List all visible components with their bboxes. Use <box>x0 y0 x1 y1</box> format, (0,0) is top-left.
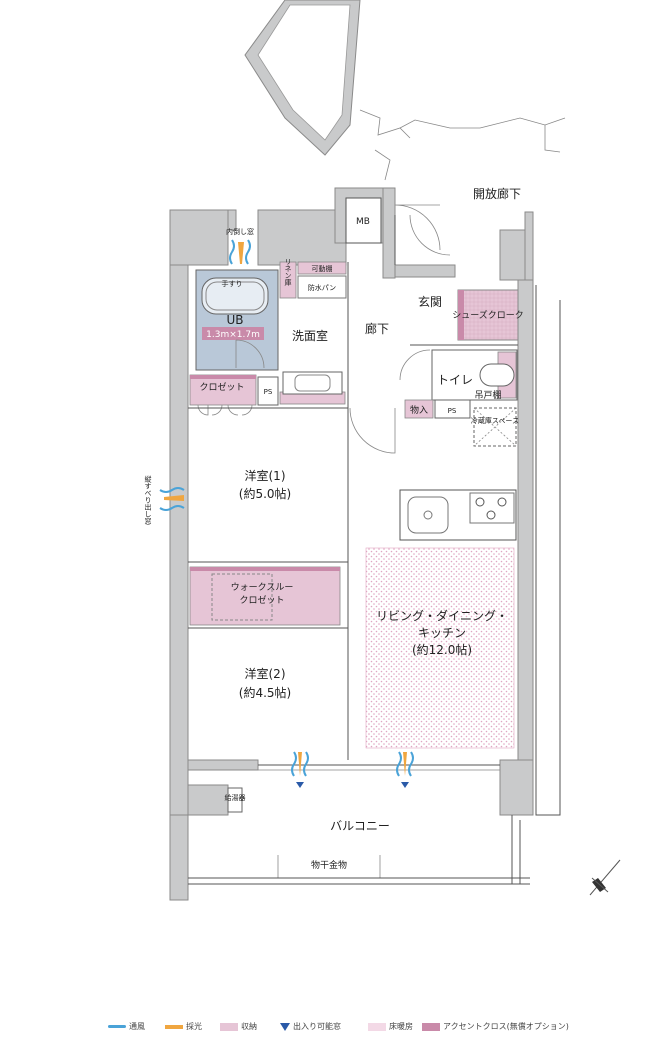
open-corridor-label: 開放廊下 <box>473 186 521 201</box>
outer-walls <box>169 187 561 901</box>
fridge-space: 冷蔵庫スペース <box>471 407 519 447</box>
room2-size: (約4.5帖) <box>239 685 291 700</box>
toilet-room: トイレ 吊戸棚 <box>399 349 518 401</box>
window-icon-left <box>291 751 309 788</box>
laundry-label: 物干金物 <box>311 859 347 871</box>
legend-heating: 床暖房 <box>368 1021 413 1032</box>
waterproof-pan-label: 防水パン <box>308 283 336 292</box>
handrail-label: 手すり <box>222 279 243 288</box>
linen-label: リネン庫 <box>284 258 292 287</box>
light-icon <box>165 1024 183 1029</box>
legend-light: 採光 <box>165 1021 202 1032</box>
ps-label-right: PS <box>448 407 457 415</box>
walkthrough-label-2: クロゼット <box>239 594 284 606</box>
water-heater <box>227 787 243 813</box>
legend: 通風 採光 収納 出入り可能窓 床暖房 アクセントクロス(無償オプション) <box>0 1018 667 1038</box>
legend-wind: 通風 <box>108 1021 145 1032</box>
legend-wind-label: 通風 <box>129 1022 145 1031</box>
storage-box: 物入 <box>404 399 434 419</box>
water-heater-label: 給湯器 <box>225 793 246 802</box>
wind-icon <box>108 1025 126 1028</box>
linen-cabinet: リネン庫 <box>279 258 297 299</box>
legend-heating-label: 床暖房 <box>389 1022 413 1031</box>
storage-label: 物入 <box>410 404 428 416</box>
ldk-floor-heating: リビング・ダイニング・ キッチン (約12.0帖) <box>365 547 515 749</box>
ub-size-label: 1.3m×1.7m <box>206 330 260 340</box>
shoe-cloak: シューズクローク <box>452 289 524 341</box>
side-window-label: 縦すべり出し窓 <box>144 475 152 525</box>
vent-window-label: 内倒し窓 <box>226 227 254 236</box>
legend-door-label: 出入り可能窓 <box>293 1022 341 1031</box>
floor-heating-swatch <box>368 1022 386 1031</box>
toilet-label: トイレ <box>437 373 473 387</box>
legend-storage-label: 収納 <box>241 1022 257 1031</box>
closet-label: クロゼット <box>199 381 244 393</box>
legend-door: 出入り可能窓 <box>280 1021 341 1032</box>
walkthrough-label: ウォークスルー <box>231 582 294 593</box>
closet: クロゼット <box>189 374 257 416</box>
hanging-shelf-label: 吊戸棚 <box>474 389 501 401</box>
light-icon <box>238 242 244 264</box>
room1-name: 洋室(1) <box>245 468 286 483</box>
side-window-icon <box>159 487 185 511</box>
ps-box-right <box>434 399 471 419</box>
storage-swatch <box>220 1022 238 1031</box>
ldk-label-1: リビング・ダイニング・ <box>376 608 508 623</box>
ub-label: UB <box>226 313 243 327</box>
room2-name: 洋室(2) <box>245 666 286 681</box>
mb-box: MB <box>345 197 382 244</box>
legend-accent: アクセントクロス(無償オプション) <box>422 1021 569 1032</box>
washer-pan: 可動棚 防水パン <box>297 261 347 299</box>
ps-box-left <box>257 376 279 406</box>
entrance-label: 玄関 <box>418 294 442 309</box>
window-icon-right <box>396 751 414 788</box>
neighbor-building <box>244 0 566 181</box>
wind-icon <box>229 239 251 265</box>
accent-swatch <box>422 1022 440 1031</box>
balcony-label: バルコニー <box>330 819 390 833</box>
entrance-door[interactable] <box>394 204 451 265</box>
ub-size-tag <box>202 327 264 340</box>
floor-plan: MB 開放廊下 内倒し窓 手すり UB 1.3m×1.7m リネン庫 可動棚 防… <box>144 0 621 901</box>
ldk-size: (約12.0帖) <box>412 642 472 657</box>
legend-light-label: 採光 <box>186 1022 202 1031</box>
ps-label-left: PS <box>264 388 273 396</box>
room1-door[interactable] <box>349 407 396 454</box>
legend-accent-label: アクセントクロス(無償オプション) <box>443 1022 569 1031</box>
walkthrough-closet: ウォークスルー クロゼット <box>189 566 341 626</box>
mb-label: MB <box>356 217 370 227</box>
stove-icon <box>469 492 515 524</box>
washroom-label: 洗面室 <box>292 328 328 343</box>
door-triangle-icon <box>280 1022 290 1031</box>
compass-icon <box>589 859 621 896</box>
ub-room: 手すり UB 1.3m×1.7m <box>195 269 279 371</box>
legend-storage: 収納 <box>220 1021 257 1032</box>
washbasin <box>279 371 346 405</box>
movable-shelf-label: 可動棚 <box>312 264 333 273</box>
ldk-label-2: キッチン <box>418 626 466 640</box>
shoe-cloak-label: シューズクローク <box>452 309 524 321</box>
kitchen-counter <box>399 489 517 541</box>
hallway-label: 廊下 <box>365 321 389 336</box>
fridge-label: 冷蔵庫スペース <box>471 416 519 425</box>
room1-size: (約5.0帖) <box>239 486 291 501</box>
